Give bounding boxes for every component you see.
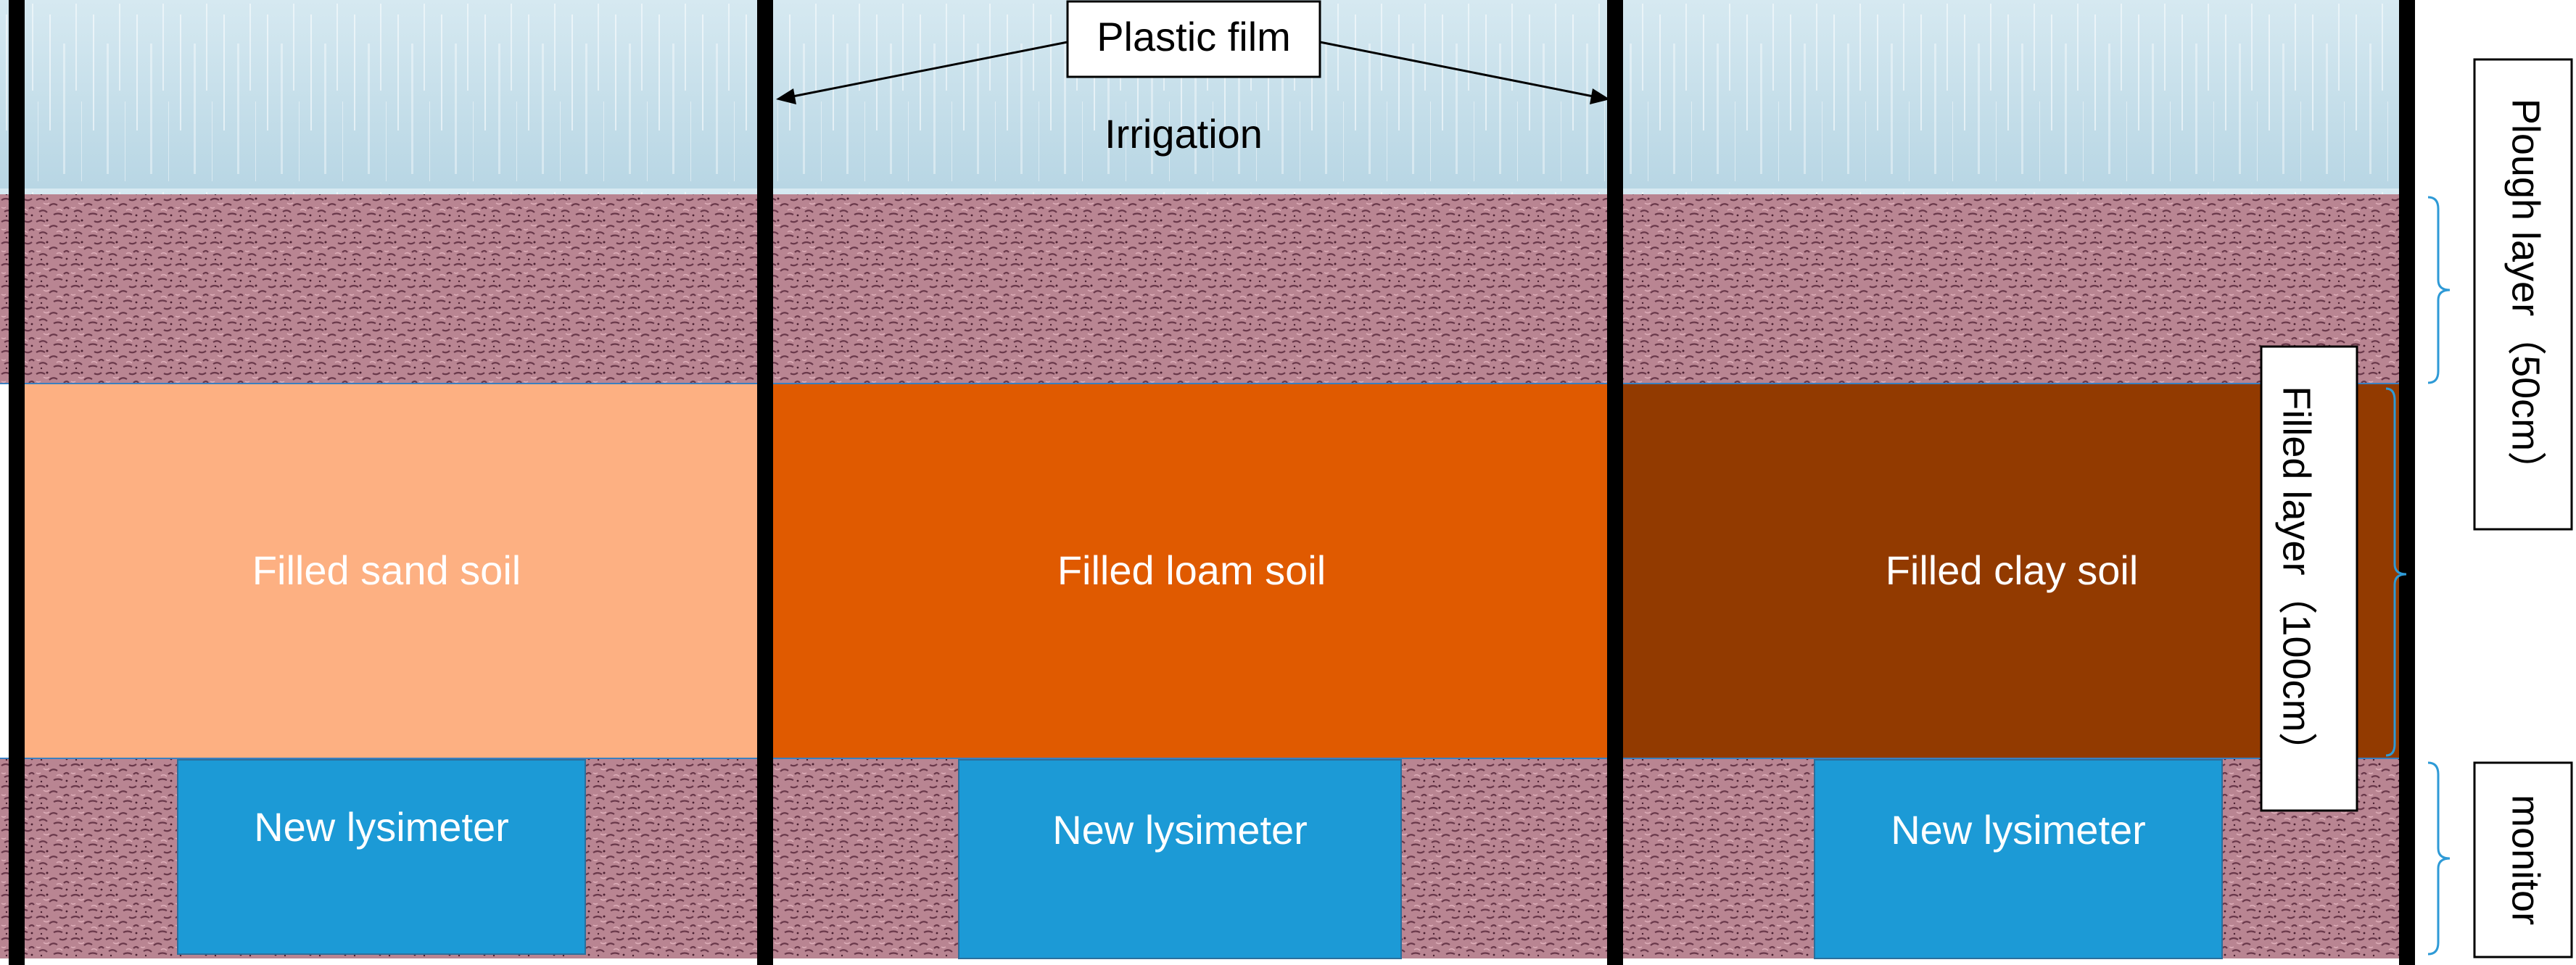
filled-layer-brace bbox=[2385, 387, 2407, 757]
monitor-label: monitor bbox=[2504, 795, 2548, 925]
filled-loam-soil-block bbox=[772, 384, 1609, 758]
plough-layer-label-box bbox=[2473, 58, 2573, 531]
lysimeter-label-2: New lysimeter bbox=[1052, 807, 1308, 853]
filled-sand-soil-block bbox=[22, 384, 760, 758]
irrigation-label: Irrigation bbox=[1105, 111, 1263, 157]
loam-soil-label: Filled loam soil bbox=[1057, 547, 1326, 593]
plough-layer-label: Plough layer（50cm） bbox=[2504, 99, 2548, 490]
plastic-film-arrowhead-left bbox=[776, 88, 796, 104]
filled-layer-label: Filled layer（100cm） bbox=[2275, 386, 2319, 771]
monitor-label-box bbox=[2473, 761, 2573, 958]
sand-soil-label: Filled sand soil bbox=[252, 547, 521, 593]
plastic-film-label-box bbox=[1066, 0, 1321, 78]
plastic-film-arrow-left bbox=[788, 41, 1068, 99]
clay-soil-label: Filled clay soil bbox=[1886, 547, 2139, 593]
lysimeter-block-2 bbox=[958, 759, 1402, 959]
divider-1 bbox=[757, 0, 773, 965]
plough-layer-brace bbox=[2427, 196, 2451, 384]
divider-right bbox=[2399, 0, 2415, 965]
plastic-film-arrowhead-right bbox=[1590, 88, 1610, 104]
filled-layer-label-box bbox=[2260, 345, 2358, 812]
lysimeter-block-3 bbox=[1814, 759, 2223, 959]
lysimeter-block-1 bbox=[177, 759, 586, 955]
plough-layer-soil-band bbox=[0, 194, 2415, 383]
lysimeter-label-3: New lysimeter bbox=[1891, 807, 2146, 853]
plastic-film-arrow-right bbox=[1319, 41, 1598, 99]
plastic-film-label: Plastic film bbox=[1097, 14, 1291, 59]
lysimeter-label-1: New lysimeter bbox=[254, 804, 509, 850]
divider-left bbox=[9, 0, 25, 965]
monitor-brace bbox=[2427, 761, 2451, 956]
divider-2 bbox=[1607, 0, 1623, 965]
